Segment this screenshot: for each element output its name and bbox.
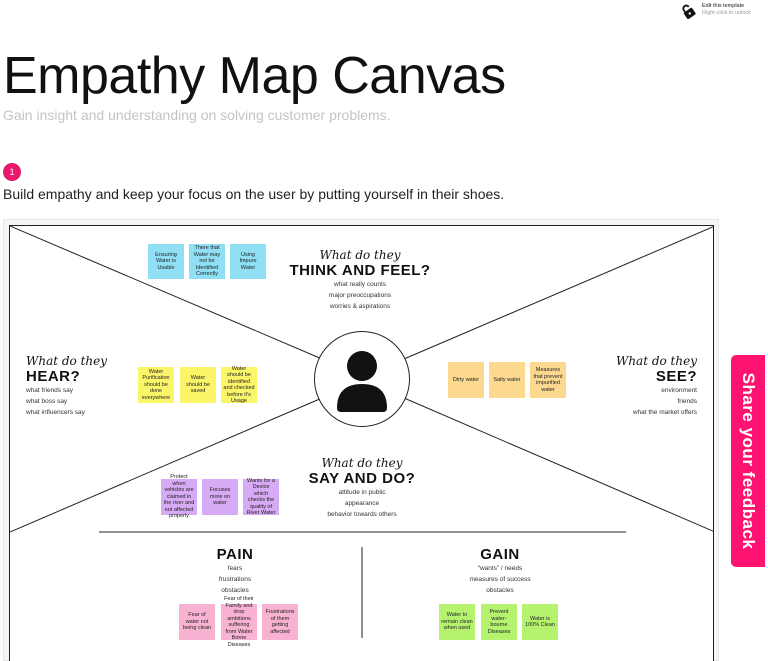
hear-line: what influencers say [26,409,85,416]
sticky-note-gain[interactable]: Water is 100% Clean [522,604,558,640]
intro-text: Build empathy and keep your focus on the… [3,186,505,202]
sticky-note-hear[interactable]: Water should be saved [180,367,216,403]
see-title: SEE? [655,368,697,385]
hear-section: What do they HEAR? what friends say what… [26,354,146,418]
sticky-note-see[interactable]: Dirty water [448,362,484,398]
hear-line: what friends say [26,387,73,394]
user-icon [337,351,387,412]
pain-section: PAIN fears frustrations obstacles [175,546,295,596]
think-line: worries & aspirations [329,303,391,310]
sticky-note-say[interactable]: Focuses more on water [202,479,238,515]
sticky-note-gain[interactable]: Prevent water-bourne Diseases [481,604,517,640]
think-line: major preoccupations [328,292,392,299]
gain-line: measures of success [469,576,531,583]
gain-line: “wants” / needs [477,565,523,572]
say-title: SAY AND DO? [308,470,416,487]
think-title: THINK AND FEEL? [289,262,431,279]
pain-line: fears [227,565,243,572]
sticky-note-pain[interactable]: Fear of their Family and drop ambitions … [221,596,257,648]
empathy-map-board: What do they THINK AND FEEL? what really… [9,225,714,661]
see-line: what the market offers [632,409,697,416]
edit-template-link[interactable]: Edit this template Right-click to unlock [680,3,751,19]
think-script: What do they [319,248,401,262]
hear-line: what boss say [26,398,68,405]
sticky-note-say[interactable]: Protect when vehicles are claimed in the… [161,474,197,519]
edit-template-hint: Right-click to unlock [702,10,751,16]
think-line: what really counts [333,281,387,288]
sticky-note-pain[interactable]: Frustrations of them getting affected [262,604,298,640]
sticky-note-think[interactable]: Using Impure Water [230,244,266,279]
sticky-note-think[interactable]: There that Water may not be Identified C… [189,244,225,279]
say-line: behavior towards others [327,511,397,518]
page-title: Empathy Map Canvas [3,47,506,105]
sticky-note-think[interactable]: Ensuring Water is Usable [148,244,184,279]
sticky-note-gain[interactable]: Water to remain clean when used [439,604,475,640]
gain-title: GAIN [480,546,520,563]
lock-icon [682,4,696,19]
say-line: attitude in public [338,489,386,496]
sticky-note-see[interactable]: Measures that prevent impurified water [530,362,566,398]
sticky-note-hear[interactable]: Water should be identified and checked b… [221,366,257,404]
say-do-section: What do they SAY AND DO? attitude in pub… [272,456,452,520]
gain-line: obstacles [486,587,514,594]
step-badge: 1 [3,163,21,181]
user-avatar [314,331,410,427]
gain-section: GAIN “wants” / needs measures of success… [440,546,560,596]
pain-title: PAIN [216,546,254,563]
see-line: friends [677,398,697,405]
say-line: appearance [344,500,380,507]
page-subtitle: Gain insight and understanding on solvin… [3,107,391,123]
pain-line: obstacles [221,587,249,594]
hear-script: What do they [26,354,108,368]
see-line: environment [661,387,697,394]
share-feedback-button[interactable]: Share your feedback [731,355,765,567]
say-script: What do they [321,456,403,470]
think-feel-section: What do they THINK AND FEEL? what really… [270,248,450,312]
see-section: What do they SEE? environment friends wh… [580,354,697,418]
pain-line: frustrations [218,576,252,583]
hear-title: HEAR? [26,368,81,385]
sticky-note-pain[interactable]: Fear of water not being clean [179,604,215,640]
board-lines [10,226,713,638]
share-feedback-label: Share your feedback [739,372,758,550]
see-script: What do they [615,354,697,368]
sticky-note-hear[interactable]: Water Purification should be done everyw… [138,367,174,403]
edit-template-label: Edit this template [702,3,745,9]
sticky-note-see[interactable]: Salty water [489,362,525,398]
sticky-note-say[interactable]: Wants for a Device which checks the qual… [243,478,279,516]
